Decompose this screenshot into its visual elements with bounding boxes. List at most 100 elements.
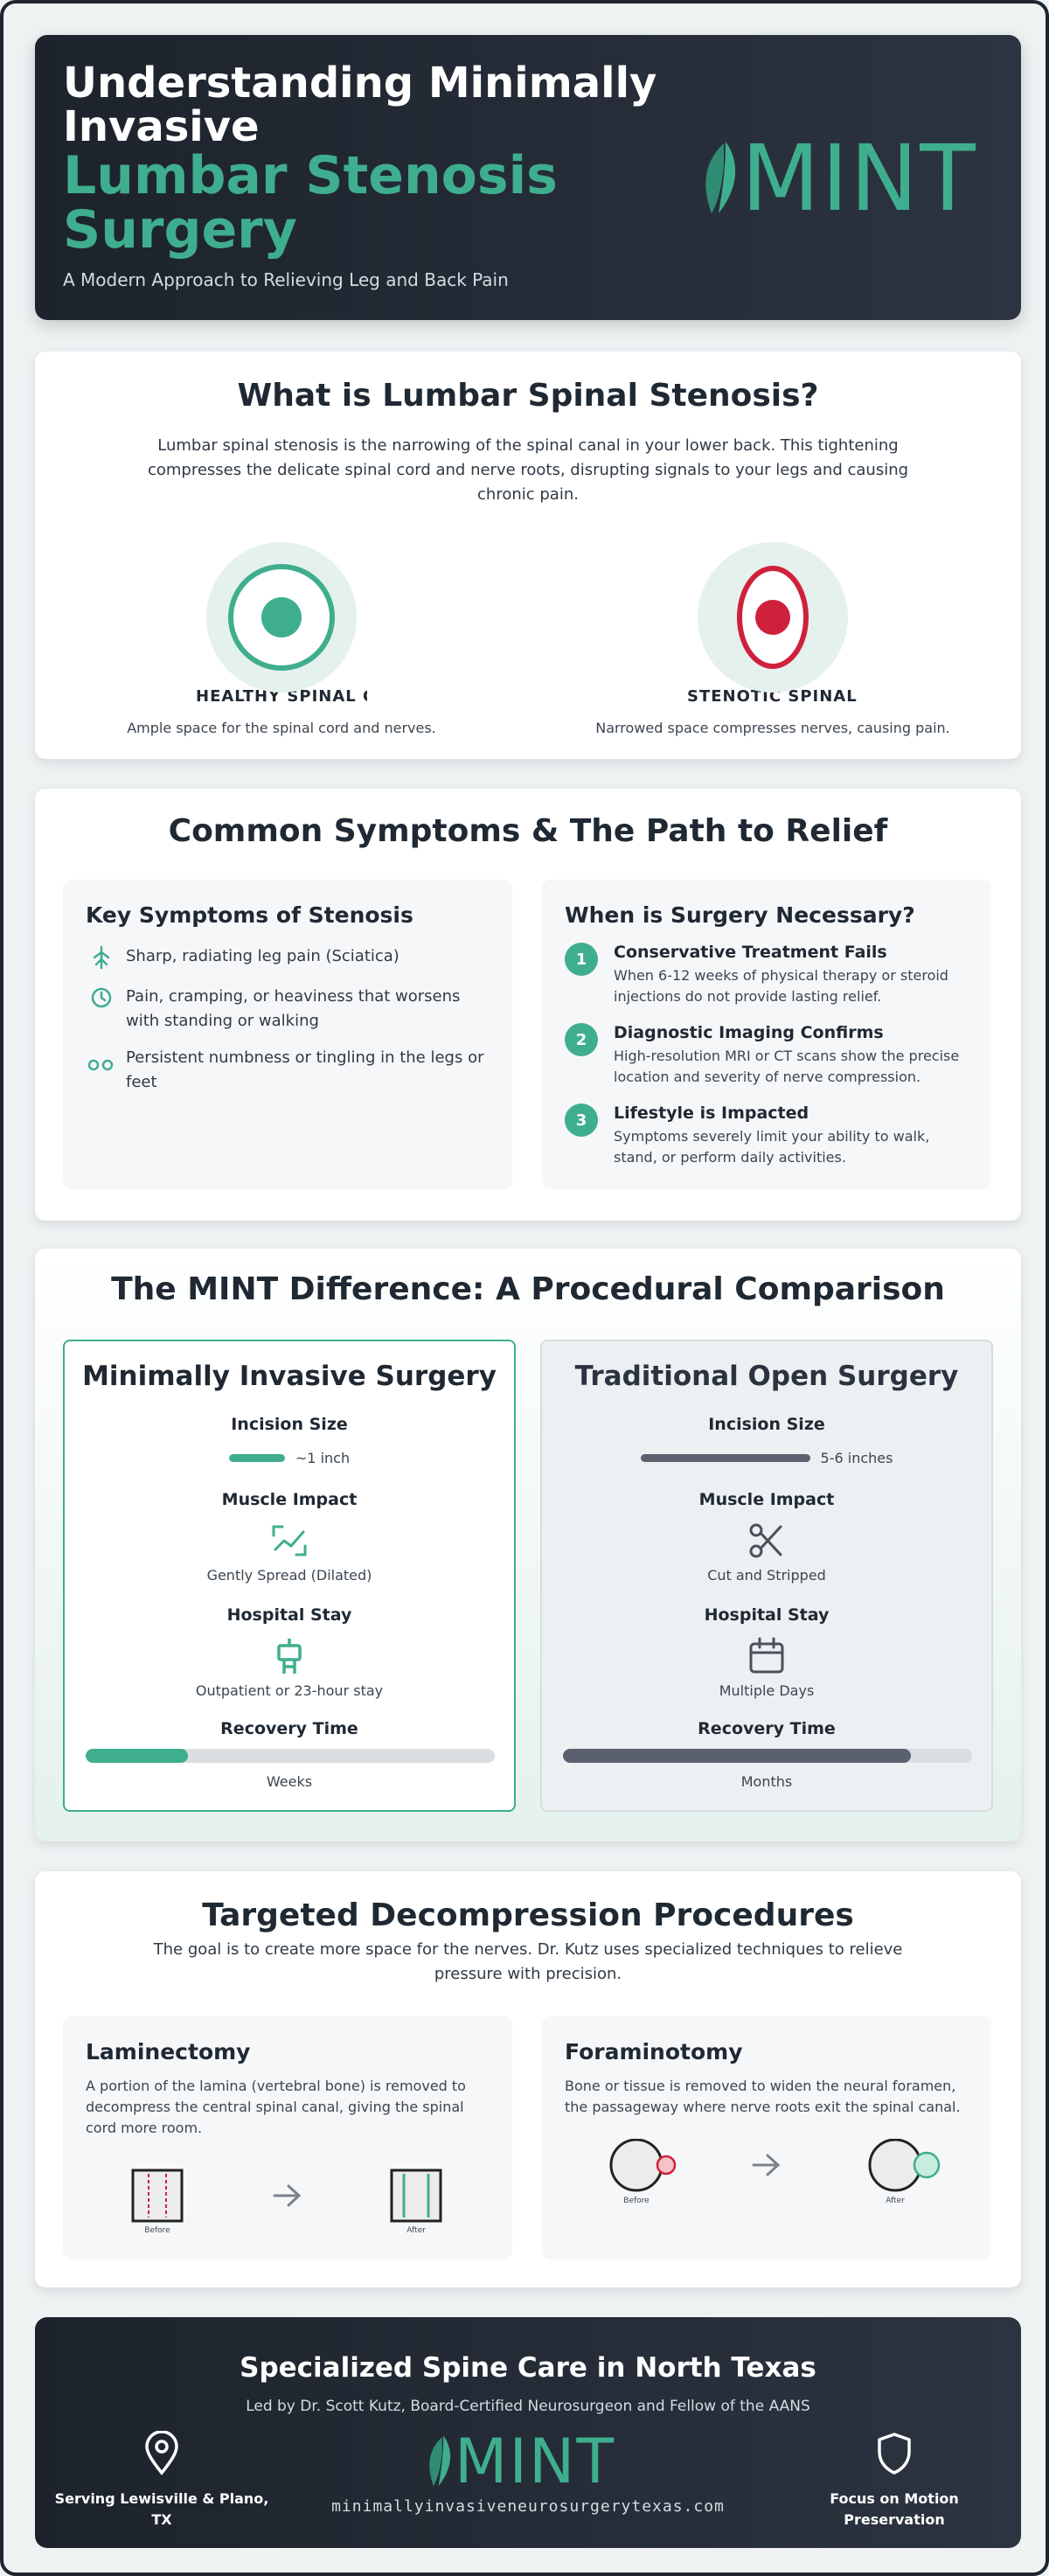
dilate-arrows-icon	[272, 1525, 307, 1556]
key-symptoms-panel: Key Symptoms of Stenosis Sharp, radiatin…	[63, 880, 512, 1189]
step-number: 1	[565, 943, 598, 976]
step-title: Diagnostic Imaging Confirms	[614, 1023, 884, 1042]
comparison-section: The MINT Difference: A Procedural Compar…	[35, 1249, 1021, 1841]
calendar-icon	[749, 1637, 784, 1674]
recovery-progress	[86, 1749, 495, 1763]
hero-subtitle: A Modern Approach to Relieving Leg and B…	[63, 269, 509, 290]
what-is-section: What is Lumbar Spinal Stenosis? Lumbar s…	[35, 352, 1021, 759]
section-title: The MINT Difference: A Procedural Compar…	[111, 1271, 945, 1307]
step-title: Conservative Treatment Fails	[614, 943, 887, 962]
location-pin-icon	[145, 2430, 178, 2475]
motion-preservation-text: Focus on Motion Preservation	[830, 2490, 959, 2528]
surgery-necessary-title: When is Surgery Necessary?	[565, 902, 915, 928]
key-symptoms-title: Key Symptoms of Stenosis	[86, 902, 413, 928]
symptom-text: Persistent numbness or tingling in the l…	[126, 1048, 484, 1091]
recovery-fill-traditional	[563, 1749, 911, 1763]
footer: Specialized Spine Care in North Texas Le…	[35, 2317, 1021, 2548]
service-area: Serving Lewisville & Plano, TX	[52, 2430, 271, 2531]
mint-column-title: Minimally Invasive Surgery	[82, 1361, 497, 1392]
motion-preservation: Focus on Motion Preservation	[785, 2431, 1004, 2531]
shield-icon	[878, 2433, 911, 2475]
healthy-canal-label: HEALTHY SPINAL CANAL	[196, 687, 367, 706]
recovery-fill-mint	[86, 1749, 188, 1763]
scissors-icon	[749, 1523, 782, 1558]
symptom-text: Sharp, radiating leg pain (Sciatica)	[126, 947, 399, 965]
recovery-value: Months	[740, 1773, 793, 1790]
service-area-text: Serving Lewisville & Plano, TX	[54, 2490, 269, 2528]
step-desc: Symptoms severely limit your ability to …	[614, 1128, 930, 1166]
incision-bar	[640, 1454, 810, 1462]
step-desc: When 6-12 weeks of physical therapy or s…	[614, 967, 948, 1005]
incision-label: Incision Size	[708, 1415, 825, 1434]
muscle-label: Muscle Impact	[698, 1490, 835, 1509]
mint-logo: MINT	[699, 133, 977, 224]
incision-indicator: 5-6 inches	[542, 1450, 991, 1466]
traditional-column-title: Traditional Open Surgery	[574, 1361, 959, 1392]
laminectomy-diagram: Before After	[63, 2165, 512, 2244]
stenotic-canal: STENOTIC SPINAL CANAL Narrowed space com…	[589, 542, 956, 736]
foraminotomy-desc: Bone or tissue is removed to widen the n…	[565, 2078, 961, 2115]
step-number: 2	[565, 1023, 598, 1056]
stenotic-canal-icon	[698, 542, 848, 693]
section-title: Targeted Decompression Procedures	[202, 1897, 854, 1933]
symptoms-section: Common Symptoms & The Path to Relief Key…	[35, 789, 1021, 1221]
footer-subtitle: Led by Dr. Scott Kutz, Board-Certified N…	[246, 2398, 810, 2415]
surgery-necessary-panel: When is Surgery Necessary? 1 Conservativ…	[542, 880, 991, 1189]
foraminotomy-panel: Foraminotomy Bone or tissue is removed t…	[542, 2016, 991, 2259]
step-title: Lifestyle is Impacted	[614, 1104, 809, 1123]
section-title: Common Symptoms & The Path to Relief	[168, 813, 888, 849]
lightning-nerve-icon	[93, 945, 110, 970]
stay-value: Outpatient or 23-hour stay	[195, 1682, 384, 1699]
stay-label: Hospital Stay	[226, 1605, 352, 1625]
incision-value: 5-6 inches	[820, 1450, 893, 1466]
clock-icon	[91, 987, 112, 1008]
symptom-item: Sharp, radiating leg pain (Sciatica)	[86, 944, 497, 971]
hero-title: Understanding Minimally Invasive	[63, 59, 657, 151]
mint-column: Minimally Invasive Surgery Incision Size…	[63, 1340, 516, 1812]
laminectomy-desc: A portion of the lamina (vertebral bone)…	[86, 2078, 466, 2136]
section-description: The goal is to create more space for the…	[153, 1940, 903, 1983]
step-item: 2 Diagnostic Imaging Confirms High-resol…	[565, 1023, 976, 1088]
step-number: 3	[565, 1104, 598, 1137]
foraminotomy-title: Foraminotomy	[565, 2039, 743, 2064]
after-caption: After	[406, 2226, 426, 2235]
hero-title-accent: Lumbar Stenosis Surgery	[63, 145, 558, 261]
incision-value: ~1 inch	[295, 1450, 351, 1466]
footer-title: Specialized Spine Care in North Texas	[240, 2352, 816, 2384]
after-caption: After	[886, 2197, 905, 2205]
section-title: What is Lumbar Spinal Stenosis?	[237, 378, 819, 414]
incision-indicator: ~1 inch	[65, 1450, 514, 1466]
recovery-progress	[563, 1749, 972, 1763]
healthy-canal-icon	[206, 542, 357, 693]
stenotic-canal-desc: Narrowed space compresses nerves, causin…	[595, 720, 950, 736]
logo-text: MINT	[741, 125, 977, 232]
step-desc: High-resolution MRI or CT scans show the…	[614, 1048, 960, 1085]
stay-label: Hospital Stay	[704, 1605, 830, 1625]
leaf-logo-icon	[429, 2435, 451, 2487]
procedures-section: Targeted Decompression Procedures The go…	[35, 1871, 1021, 2287]
outpatient-building-icon	[277, 1639, 302, 1674]
incision-bar	[228, 1454, 285, 1462]
recovery-value: Weeks	[266, 1773, 313, 1790]
traditional-column: Traditional Open Surgery Incision Size 5…	[540, 1340, 993, 1812]
logo-text: MINT	[455, 2426, 616, 2497]
laminectomy-title: Laminectomy	[86, 2039, 251, 2064]
hero-header: Understanding Minimally Invasive Lumbar …	[35, 35, 1021, 320]
stay-value: Multiple Days	[719, 1682, 815, 1699]
healthy-canal-desc: Ample space for the spinal cord and nerv…	[127, 720, 436, 736]
section-description: Lumbar spinal stenosis is the narrowing …	[147, 436, 909, 504]
step-item: 3 Lifestyle is Impacted Symptoms severel…	[565, 1104, 976, 1168]
before-caption: Before	[623, 2197, 650, 2205]
symptom-item: Pain, cramping, or heaviness that worsen…	[86, 985, 497, 1034]
website-link[interactable]: minimallyinvasiveneurosurgerytexas.com	[331, 2497, 725, 2516]
foraminotomy-diagram: Before After	[542, 2139, 991, 2217]
muscle-label: Muscle Impact	[221, 1490, 358, 1509]
leaf-logo-icon	[705, 142, 736, 213]
muscle-value: Gently Spread (Dilated)	[206, 1567, 372, 1584]
laminectomy-panel: Laminectomy A portion of the lamina (ver…	[63, 2016, 512, 2259]
healthy-canal: HEALTHY SPINAL CANAL Ample space for the…	[98, 542, 465, 736]
symptom-text: Pain, cramping, or heaviness that worsen…	[126, 987, 461, 1030]
recovery-label: Recovery Time	[698, 1719, 836, 1738]
incision-label: Incision Size	[231, 1415, 348, 1434]
